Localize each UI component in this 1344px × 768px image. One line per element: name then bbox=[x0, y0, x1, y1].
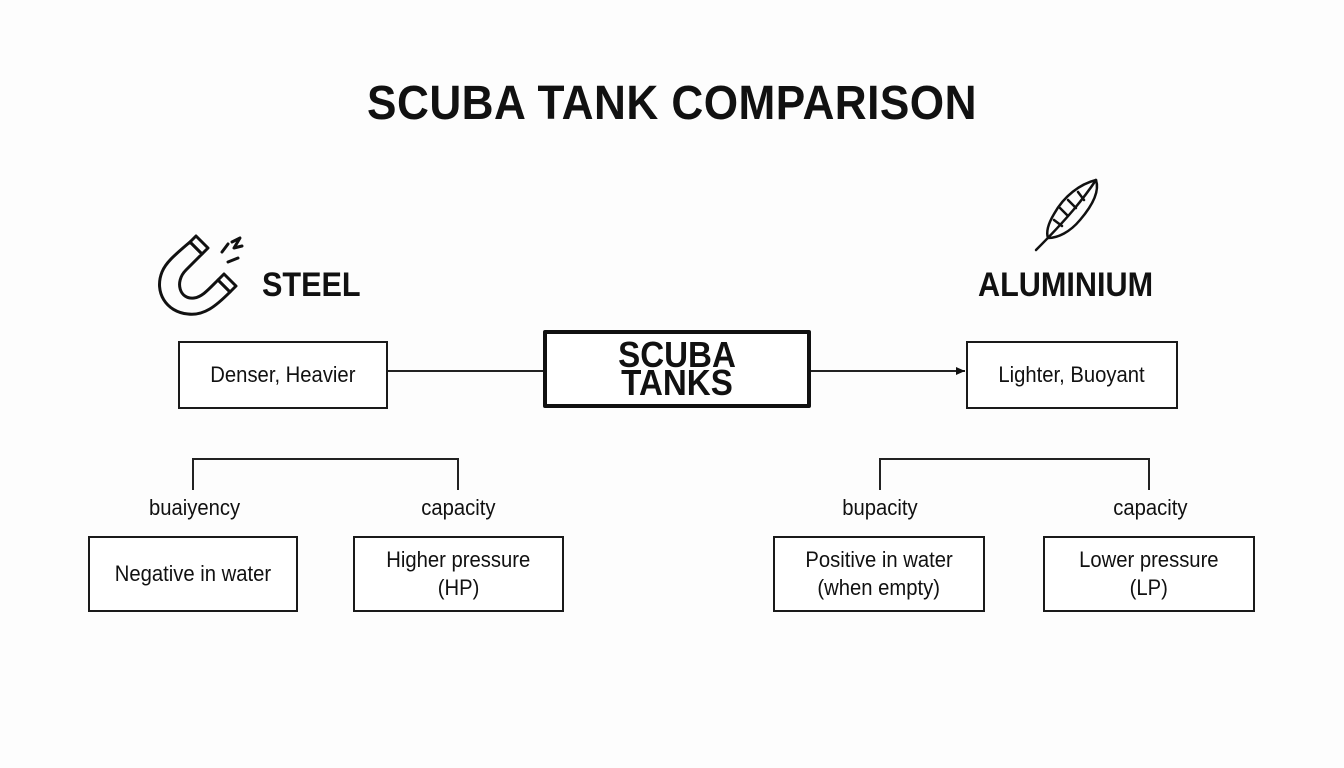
steel-branch-bracket bbox=[192, 458, 459, 490]
steel-buoyancy-label: buaiyency bbox=[149, 495, 241, 520]
aluminium-capacity-value-line2: (LP) bbox=[1129, 575, 1169, 600]
aluminium-summary-box: Lighter, Buoyant bbox=[966, 341, 1178, 409]
steel-buoyancy-box: Negative in water bbox=[88, 536, 298, 612]
aluminium-buoyancy-value-line2: (when empty) bbox=[817, 575, 941, 600]
center-box: SCUBA TANKS bbox=[543, 330, 811, 408]
steel-capacity-value-line1: Higher pressure bbox=[386, 547, 531, 572]
aluminium-buoyancy-box: Positive in water (when empty) bbox=[773, 536, 985, 612]
aluminium-heading: ALUMINIUM bbox=[978, 266, 1154, 304]
steel-capacity-box: Higher pressure (HP) bbox=[353, 536, 564, 612]
aluminium-buoyancy-label: bupacity bbox=[842, 495, 918, 520]
aluminium-capacity-value-line1: Lower pressure bbox=[1079, 547, 1219, 572]
feather-icon bbox=[1030, 174, 1106, 256]
steel-capacity-label: capacity bbox=[420, 495, 496, 520]
steel-summary: Denser, Heavier bbox=[210, 362, 356, 387]
aluminium-capacity-label: capacity bbox=[1112, 495, 1188, 520]
aluminium-capacity-box: Lower pressure (LP) bbox=[1043, 536, 1255, 612]
steel-capacity-value-line2: (HP) bbox=[437, 575, 480, 600]
aluminium-summary: Lighter, Buoyant bbox=[998, 362, 1146, 387]
aluminium-buoyancy-value-line1: Positive in water bbox=[805, 547, 953, 572]
center-label: SCUBA TANKS bbox=[618, 334, 736, 403]
steel-summary-box: Denser, Heavier bbox=[178, 341, 388, 409]
steel-heading: STEEL bbox=[262, 266, 361, 304]
aluminium-branch-bracket bbox=[879, 458, 1150, 490]
magnet-icon bbox=[152, 232, 252, 324]
steel-buoyancy-value: Negative in water bbox=[114, 561, 272, 586]
page-title: SCUBA TANK COMPARISON bbox=[367, 77, 977, 130]
